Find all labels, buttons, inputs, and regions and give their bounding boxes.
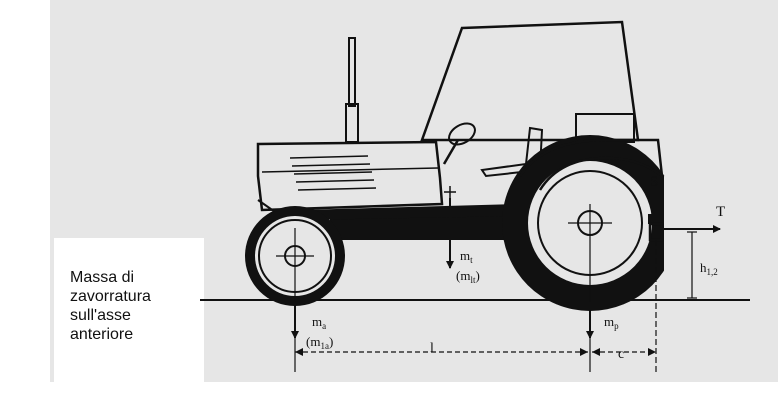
label-s: S <box>650 174 658 190</box>
label-h: h1,2 <box>700 260 718 277</box>
chassis <box>300 204 520 240</box>
caption-line: anteriore <box>70 326 134 343</box>
label-t: T <box>716 204 725 220</box>
rear-fender <box>518 138 664 191</box>
cab <box>420 20 640 142</box>
label-l: l <box>430 341 434 356</box>
caption-line: Massa di <box>70 269 135 286</box>
wheelbase-dimension <box>295 348 588 356</box>
hitch-offset-dimension <box>592 348 656 356</box>
engine-hood <box>256 140 444 216</box>
label-mlt: (mlt) <box>456 268 480 285</box>
hitch-height-dimension <box>687 231 697 299</box>
ballast-caption: Massa di zavorratura sull'asse anteriore <box>70 268 195 344</box>
exhaust-pipe <box>345 37 359 143</box>
label-c: c <box>618 347 624 362</box>
steering-wheel-icon <box>442 122 476 165</box>
label-mt: mt <box>460 248 473 265</box>
center-of-mass-marker <box>444 186 456 198</box>
caption-line: zavorratura <box>70 288 151 305</box>
caption-box <box>54 238 204 408</box>
label-ma: ma <box>312 314 326 331</box>
label-m1a: (m1a) <box>306 334 333 351</box>
caption-line: sull'asse <box>70 307 131 324</box>
label-mp: mp <box>604 314 619 331</box>
